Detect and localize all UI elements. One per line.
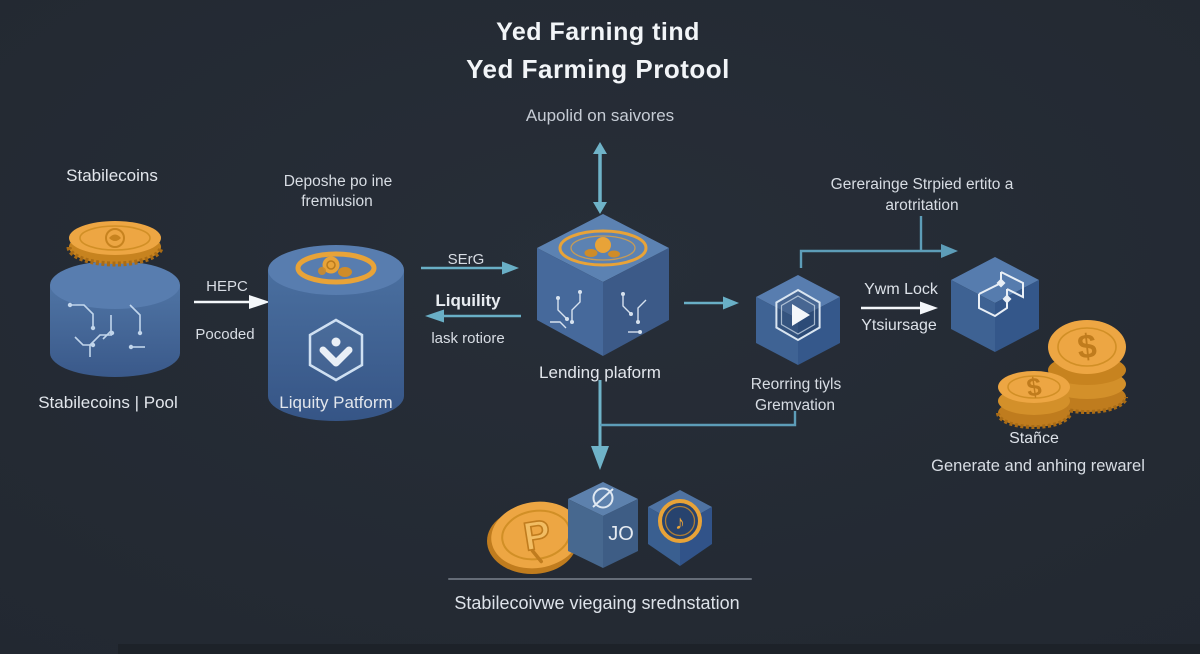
serg-label: SErG (447, 251, 485, 268)
dollar-sign: $ (1025, 371, 1044, 403)
bottom-caption: Stabilecoivwe viegaing srednstation (454, 593, 740, 613)
generate-rewards-label: Generate and anhing rewarel (931, 457, 1145, 475)
hepc-right-arrow (194, 295, 270, 309)
coin-stack-icon: $ (996, 371, 1072, 429)
lending-down-elbow-arrow (591, 380, 797, 470)
rewards-hex-label-line2: Gremvation (754, 397, 836, 414)
bottom-cube: JO (568, 482, 638, 568)
rewards-hexagon (756, 275, 840, 365)
circuit-branch-icon (978, 271, 1024, 318)
ywm-lock-label: Ywm Lock (864, 281, 938, 298)
strategy-note-line2: arotritation (885, 197, 959, 214)
liquidity-caption-line1: Deposhe po ine (283, 173, 393, 190)
music-note: ♪ (675, 512, 685, 534)
bottom-strip (118, 644, 1200, 654)
stablecoins-label: Stabilecoins (66, 166, 158, 185)
reward-coin-stacks: $ $ (996, 320, 1128, 429)
title-line2: Yed Farming Protool (466, 54, 730, 84)
music-note-badge-icon: ♪ (658, 499, 702, 543)
pocoded-label: Pocoded (195, 326, 255, 343)
bottom-divider (448, 578, 752, 580)
bottom-coin: P (487, 501, 581, 574)
dollar-sign: $ (1076, 327, 1099, 367)
play-icon (775, 288, 821, 342)
liquility-label: Liquility (435, 291, 501, 310)
shield-check-icon (308, 318, 364, 382)
lending-platform-label: Lending plaform (539, 363, 661, 382)
rewards-hex-label-line1: Reorring tiyls (750, 376, 842, 393)
lending-cube (537, 214, 669, 356)
double-vertical-arrow (593, 142, 607, 214)
ywm-lock-arrow (861, 301, 938, 315)
strategy-note-line1: Gererainge Strpied ertito a (830, 176, 1014, 193)
subtitle: Aupolid on saivores (525, 106, 675, 125)
gold-coin-icon (66, 221, 164, 267)
strategy-elbow-arrow (799, 216, 958, 268)
liquidity-cylinder (268, 245, 404, 421)
circuit-pattern (550, 290, 647, 334)
strategy-hexagon (951, 257, 1039, 352)
lending-to-rewards-arrow (684, 296, 739, 310)
circuit-pattern (67, 302, 145, 357)
title-line1: Yed Farning tind (496, 18, 700, 46)
jo-text: JO (608, 523, 634, 545)
hepc-arrow-label: HEPC (206, 278, 248, 295)
ytsiursage-label: Ytsiursage (861, 317, 937, 334)
liquidity-caption-line2: fremiusion (301, 193, 373, 210)
bottom-hexagon: ♪ (648, 490, 712, 566)
exchange-arrows (421, 261, 521, 323)
stablecoins-cylinder (50, 221, 180, 377)
lask-rotiore-label: lask rotiore (431, 330, 505, 347)
liquidity-platform-label: Liquity Patform (279, 393, 393, 412)
gold-ring-coins-icon (295, 251, 377, 285)
stance-label: Stañce (1009, 430, 1059, 447)
slashed-circle-icon (592, 487, 614, 509)
stablecoins-pool-label: Stabilecoins | Pool (38, 393, 178, 412)
gold-ring-icon (558, 229, 648, 267)
